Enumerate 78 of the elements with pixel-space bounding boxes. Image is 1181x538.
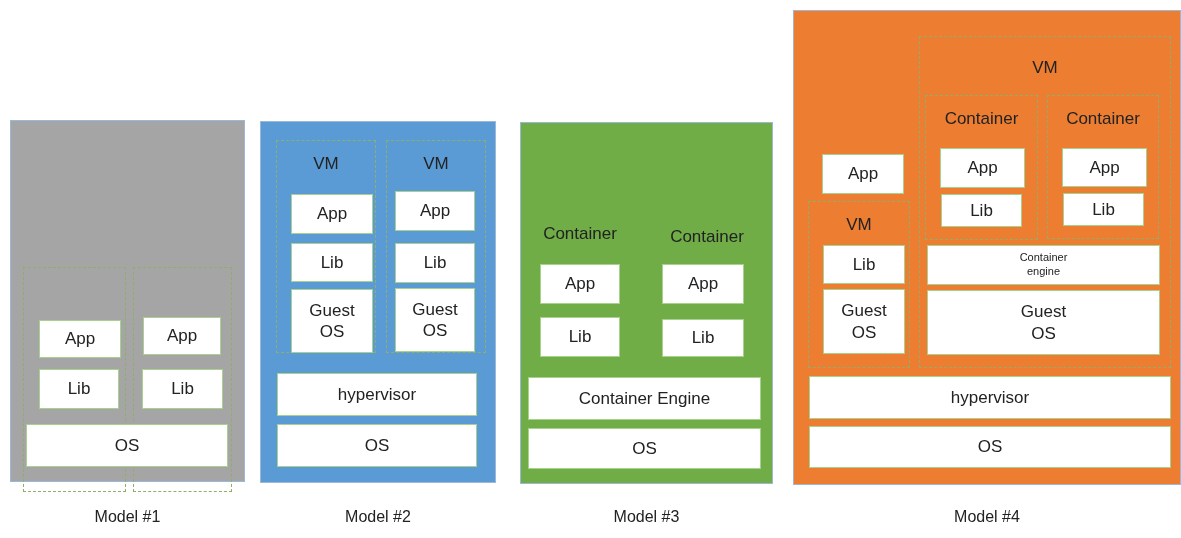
layer-box xyxy=(39,369,119,409)
box-label: OS xyxy=(114,434,140,457)
layer-box xyxy=(662,319,744,357)
layer-box xyxy=(26,424,228,467)
model-caption: Model #3 xyxy=(612,508,681,526)
box-label: Lib xyxy=(171,378,194,400)
layer-box xyxy=(277,373,477,416)
layer-box xyxy=(927,245,1160,285)
box-label: App xyxy=(316,203,348,225)
layer-box xyxy=(1063,193,1144,226)
box-label: App xyxy=(847,163,879,185)
layer-box xyxy=(941,194,1022,227)
layer-box xyxy=(395,288,475,352)
group-heading: Container xyxy=(944,108,1019,130)
layer-box xyxy=(528,377,761,420)
layer-box xyxy=(927,290,1160,355)
layer-box xyxy=(395,243,475,283)
model-caption: Model #1 xyxy=(93,508,162,526)
group-heading: Container xyxy=(669,227,745,247)
box-label: OS xyxy=(632,437,657,460)
box-label: Lib xyxy=(320,251,344,274)
group-heading: VM xyxy=(1032,57,1058,79)
layer-box xyxy=(823,289,905,354)
layer-box xyxy=(291,243,373,282)
group-heading: VM xyxy=(846,214,872,236)
box-label: Container Engine xyxy=(578,387,711,410)
box-label: Container engine xyxy=(1018,251,1069,279)
layer-box xyxy=(822,154,904,194)
layer-box xyxy=(528,428,761,469)
layer-box xyxy=(142,369,223,409)
dashed-group-box xyxy=(925,95,1038,240)
layer-box xyxy=(540,317,620,357)
layer-box xyxy=(395,191,475,231)
box-label: Lib xyxy=(568,326,592,348)
model-caption: Model #4 xyxy=(953,508,1021,526)
box-label: Lib xyxy=(1092,198,1115,221)
group-heading: VM xyxy=(313,153,339,175)
group-heading: VM xyxy=(423,153,449,175)
dashed-group-box xyxy=(919,36,1171,368)
box-label: Lib xyxy=(67,378,91,400)
layer-box xyxy=(809,426,1171,468)
box-label: Guest OS xyxy=(1019,301,1068,344)
layer-box xyxy=(291,194,373,234)
box-label: OS xyxy=(364,434,390,457)
box-label: Lib xyxy=(852,253,876,276)
box-label: App xyxy=(967,157,998,179)
box-label: Lib xyxy=(423,252,447,274)
model-caption: Model #2 xyxy=(344,508,412,526)
box-label: Lib xyxy=(970,199,993,222)
box-label: OS xyxy=(977,436,1003,458)
layer-box xyxy=(1062,148,1147,187)
group-heading: Container xyxy=(1066,108,1140,130)
layer-box xyxy=(39,320,121,358)
box-label: Guest OS xyxy=(840,300,888,343)
box-label: App xyxy=(1089,156,1120,179)
group-heading: Container xyxy=(542,224,618,244)
box-label: App xyxy=(564,273,596,295)
box-label: hypervisor xyxy=(337,383,417,406)
layer-box xyxy=(823,245,905,284)
layer-box xyxy=(143,317,221,355)
box-label: Guest OS xyxy=(308,299,356,343)
dashed-group-box xyxy=(276,140,376,353)
box-label: hypervisor xyxy=(950,386,1030,409)
box-label: App xyxy=(419,200,451,222)
box-label: App xyxy=(166,325,198,347)
dashed-group-box xyxy=(808,201,910,368)
layer-box xyxy=(277,424,477,467)
layer-box xyxy=(940,148,1025,188)
box-label: App xyxy=(687,273,719,295)
box-label: App xyxy=(64,328,96,350)
dashed-group-box xyxy=(386,140,486,353)
dashed-group-box xyxy=(1047,95,1159,239)
layer-box xyxy=(809,376,1171,419)
layer-box xyxy=(662,264,744,304)
layer-box xyxy=(540,264,620,304)
box-label: Guest OS xyxy=(411,298,459,342)
box-label: Lib xyxy=(691,327,715,349)
layer-box xyxy=(291,289,373,353)
